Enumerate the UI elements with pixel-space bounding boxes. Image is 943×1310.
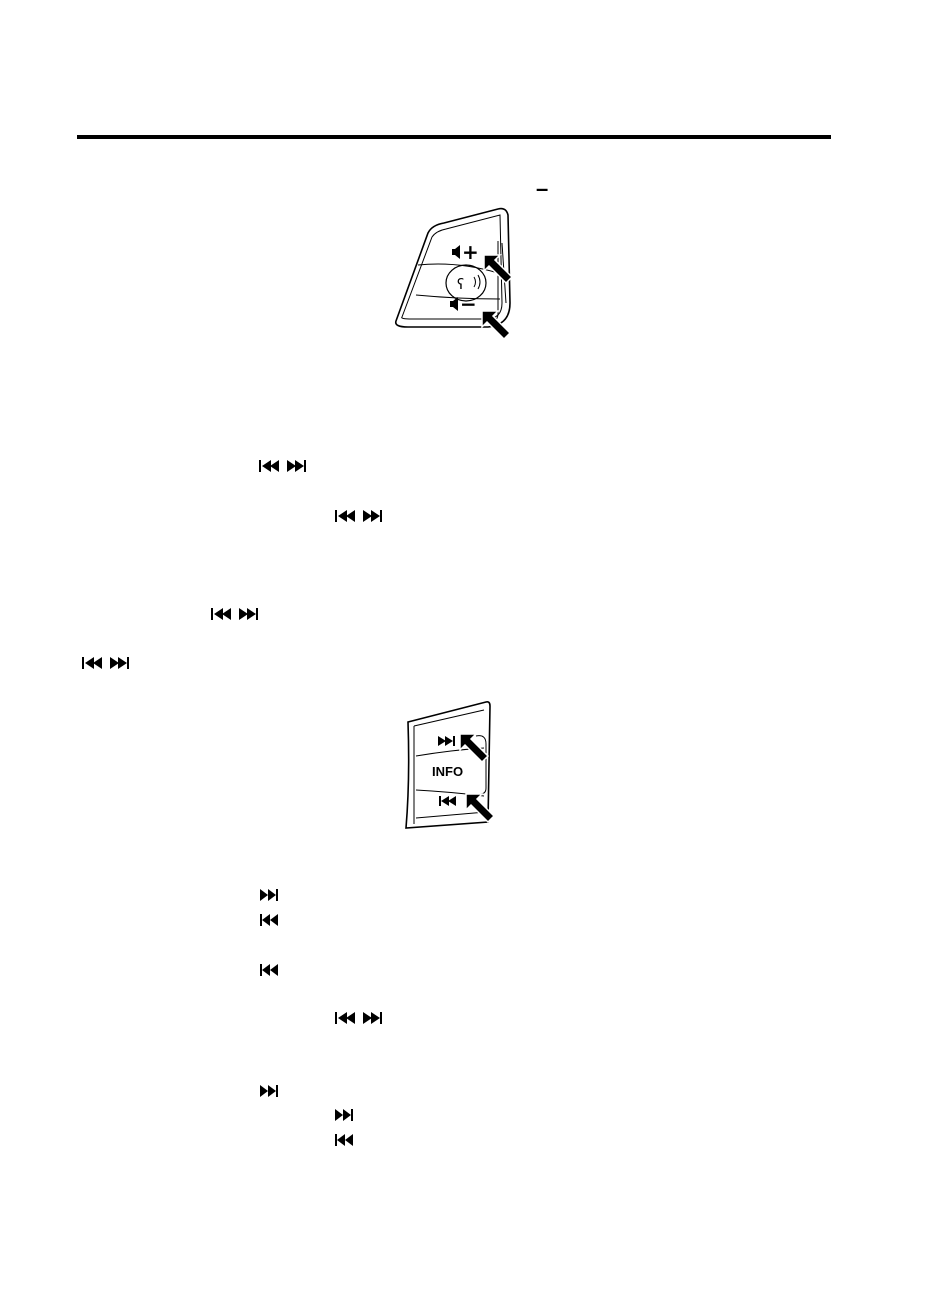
previous-track-icon <box>439 796 456 806</box>
skip-glyph-pair-5 <box>335 1010 383 1026</box>
next-glyph-2 <box>260 1083 280 1099</box>
prev-glyph-2 <box>260 962 280 978</box>
press-arrow-upper <box>483 254 514 285</box>
skip-glyph-pair-2 <box>335 508 383 524</box>
next-track-icon <box>438 736 455 746</box>
voice-icon: ʕ <box>457 277 464 293</box>
press-arrow-upper <box>459 733 490 764</box>
volume-up-icon <box>452 245 460 259</box>
minus-mark: – <box>536 176 549 201</box>
next-glyph-3 <box>335 1107 355 1123</box>
header-rule <box>77 135 831 139</box>
info-label: INFO <box>432 764 463 779</box>
press-arrow-lower <box>481 310 512 341</box>
volume-switch-figure: + ʕ − <box>394 207 514 341</box>
track-switch-figure: INFO <box>405 701 496 829</box>
skip-glyph-pair-1 <box>259 458 307 474</box>
prev-glyph-3 <box>335 1132 355 1148</box>
volume-down-icon <box>450 297 458 311</box>
skip-glyph-pair-3 <box>211 606 259 622</box>
prev-glyph-1 <box>260 912 280 928</box>
skip-glyph-pair-4 <box>82 655 130 671</box>
press-arrow-lower <box>465 793 496 824</box>
volume-up-label: + <box>462 240 479 264</box>
next-glyph-1 <box>260 887 280 903</box>
volume-down-label: − <box>460 292 477 316</box>
